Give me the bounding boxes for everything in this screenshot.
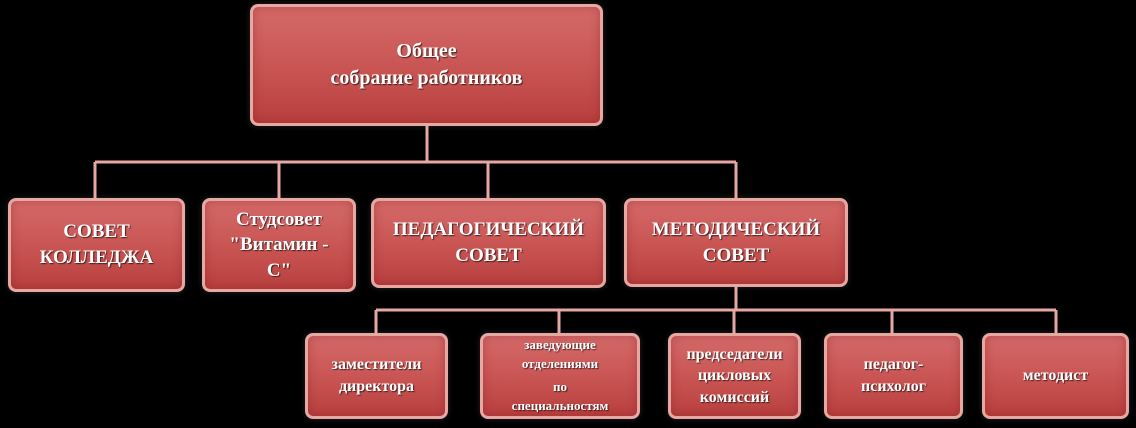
node-pedagogical-council: ПЕДАГОГИЧЕСКИЙ СОВЕТ: [371, 198, 606, 288]
node-label-line: заместители: [331, 356, 422, 374]
node-label-line: С": [266, 259, 292, 281]
node-label-line: методист: [1022, 367, 1089, 385]
node-label-line: по: [553, 379, 567, 394]
node-label-line: заведующие: [524, 337, 596, 353]
node-label-line: председатели: [686, 345, 783, 363]
node-label-line: Общее: [396, 40, 457, 62]
node-label-line: "Витамин -: [229, 234, 329, 256]
node-label-line: СОВЕТ: [455, 245, 522, 266]
node-label-line: собрание работников: [330, 67, 523, 89]
node-commission-chairs: председатели цикловых комиссий: [668, 333, 801, 419]
node-label-line: педагог-: [863, 356, 924, 374]
node-label-line: директора: [338, 378, 415, 395]
node-methodist: методист: [982, 333, 1129, 419]
node-label-line: отделениями: [521, 356, 599, 372]
node-label-line: Студсовет: [236, 208, 322, 230]
node-label-line: МЕТОДИЧЕСКИЙ: [651, 218, 821, 240]
node-general-meeting: Общее собрание работников: [250, 4, 603, 126]
node-label-line: СОВЕТ: [63, 221, 130, 243]
node-label-line: ПЕДАГОГИЧЕСКИЙ: [392, 219, 585, 241]
node-label-line: цикловых: [697, 367, 772, 385]
node-label-line: психолог: [861, 378, 926, 395]
node-student-council: Студсовет "Витамин - С": [202, 198, 356, 292]
node-label-line: СОВЕТ: [702, 244, 770, 266]
node-psychologist: педагог- психолог: [824, 333, 963, 419]
node-label-line: специальностям: [511, 397, 609, 413]
node-label-line: комиссий: [699, 388, 770, 406]
node-college-council: СОВЕТ КОЛЛЕДЖА: [8, 198, 185, 292]
node-label-line: КОЛЛЕДЖА: [39, 247, 154, 268]
node-methodical-council: МЕТОДИЧЕСКИЙ СОВЕТ: [624, 198, 848, 287]
node-department-heads: заведующие отделениями по специальностям: [480, 333, 640, 419]
node-deputy-directors: заместители директора: [305, 333, 448, 419]
